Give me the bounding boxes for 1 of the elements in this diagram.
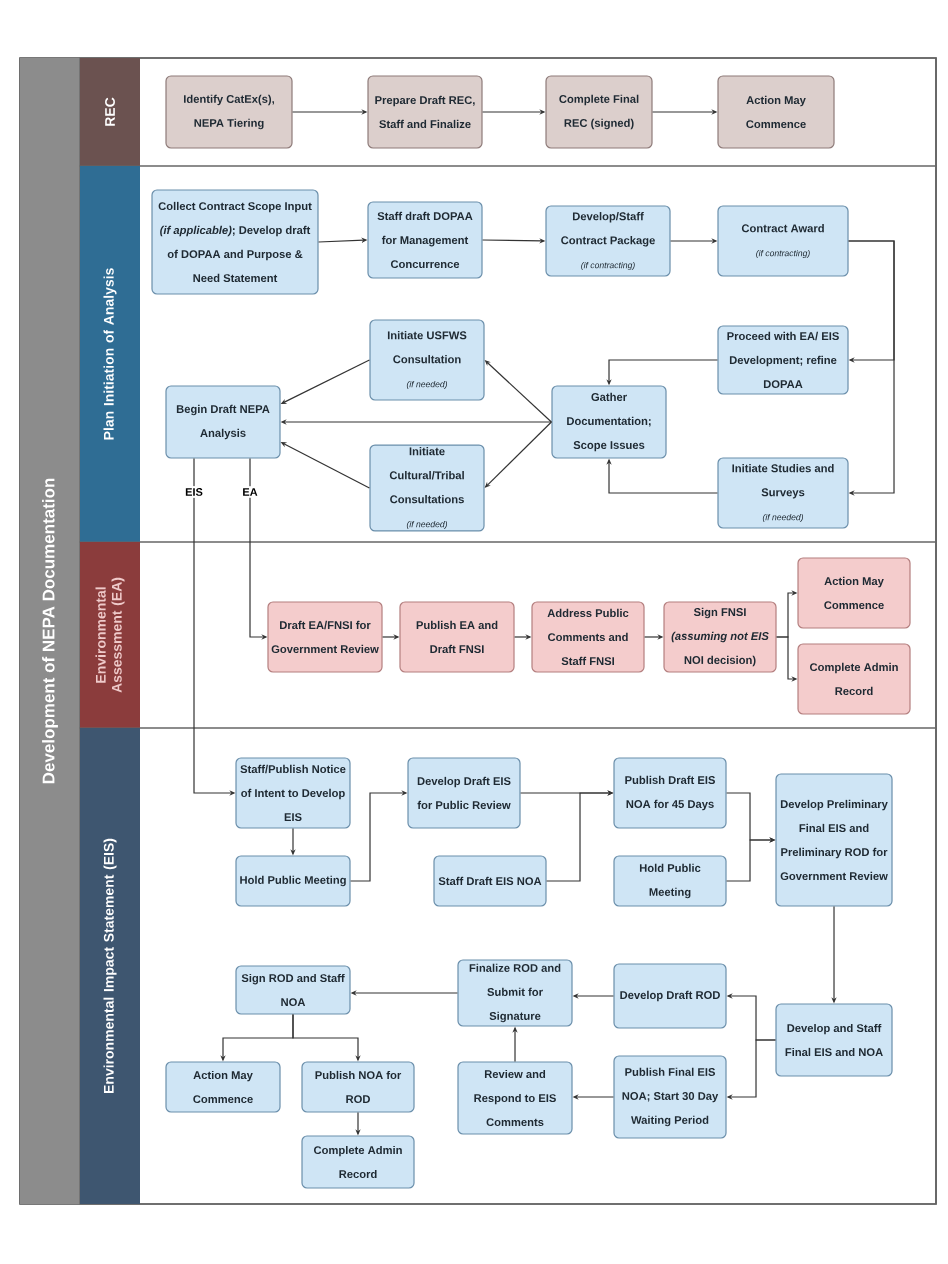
arrow: [848, 240, 895, 496]
